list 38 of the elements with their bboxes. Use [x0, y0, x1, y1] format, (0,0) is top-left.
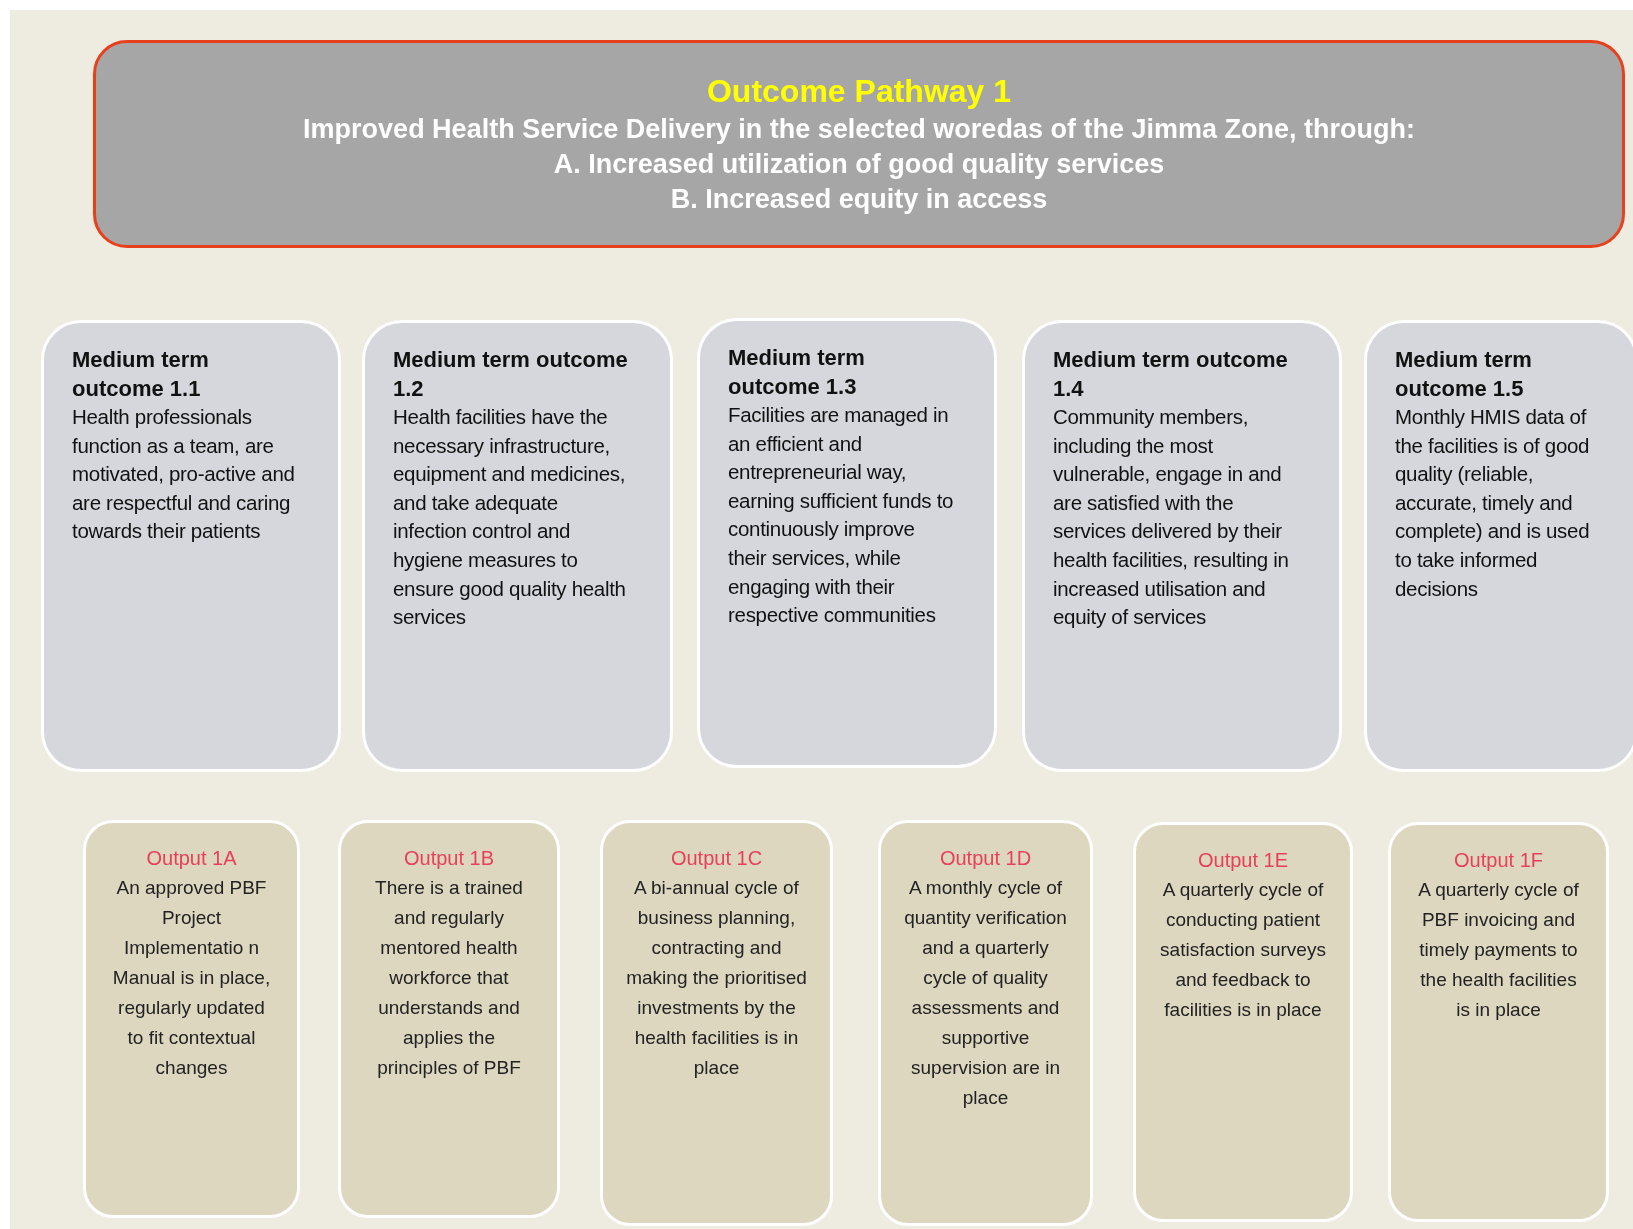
output-box [83, 820, 300, 1218]
outcome-text: Monthly HMIS data of the facilities is of good quality (reliable, accurate, timely and complete) and is used to take informed decisions [1395, 404, 1591, 602]
outcome-text: Health professionals function as a team, are motivated, pro-active and are respectful and caring towards their patients [72, 404, 296, 545]
header-text: Improved Health Service Delivery in the selected woredas of the Jimma Zone, through: [303, 114, 1415, 145]
header-text: B. Increased equity in access [670, 184, 1048, 215]
outcome-box [697, 318, 997, 768]
output-text: A quarterly cycle of PBF invoicing and timely payments to the health facilities is in place [1417, 878, 1580, 1022]
outcome-heading: Medium term outcome 1.1 [72, 346, 210, 403]
output-heading: Output 1B [402, 846, 496, 871]
outcome-heading: Medium term outcome 1.4 [1053, 346, 1289, 403]
outcome-text: Facilities are managed in an efficient and entrepreneurial way, earning sufficient funds to continuously improve their services, while engaging with their respective communities [728, 402, 954, 629]
outcome-text: Health facilities have the necessary infrastructure, equipment and medicines, and take adequate infection control and hygiene measures to ensure good quality health services [393, 404, 627, 631]
outcome-heading: Medium term outcome 1.3 [728, 344, 866, 401]
output-box [1133, 822, 1353, 1222]
outcome-heading: Medium term outcome 1.5 [1395, 346, 1533, 403]
output-heading: Output 1C [669, 846, 764, 871]
output-box [1388, 822, 1609, 1222]
outcome-box [1364, 320, 1633, 772]
outcome-box [362, 320, 673, 772]
output-heading: Output 1A [145, 846, 238, 871]
outcome-box [41, 320, 341, 772]
outcome-box [1022, 320, 1342, 772]
output-text: A monthly cycle of quantity verification and a quarterly cycle of quality assessments and supportive supervision are in place [903, 876, 1068, 1110]
output-box [878, 820, 1093, 1226]
output-text: An approved PBF Project Implementatio n Manual is in place, regularly updated to fit contextual changes [111, 876, 272, 1080]
output-box [600, 820, 833, 1226]
header-text: A. Increased utilization of good quality services [553, 149, 1165, 180]
output-heading: Output 1D [938, 846, 1033, 871]
output-heading: Output 1E [1196, 848, 1290, 873]
output-text: A bi-annual cycle of business planning, contracting and making the prioritised investments by the health facilities is in place [625, 876, 808, 1080]
output-heading: Output 1F [1453, 848, 1544, 873]
output-text: There is a trained and regularly mentored health workforce that understands and applies the principles of PBF [374, 876, 524, 1080]
header-box [93, 40, 1625, 248]
output-box [338, 820, 560, 1218]
outcome-heading: Medium term outcome 1.2 [393, 346, 629, 403]
header-title: Outcome Pathway 1 [706, 73, 1012, 110]
outcome-text: Community members, including the most vulnerable, engage in and are satisfied with the services delivered by their health facilities, resulting in increased utilisation and equity of services [1053, 404, 1290, 631]
output-text: A quarterly cycle of conducting patient satisfaction surveys and feedback to facilities is in place [1159, 878, 1327, 1022]
